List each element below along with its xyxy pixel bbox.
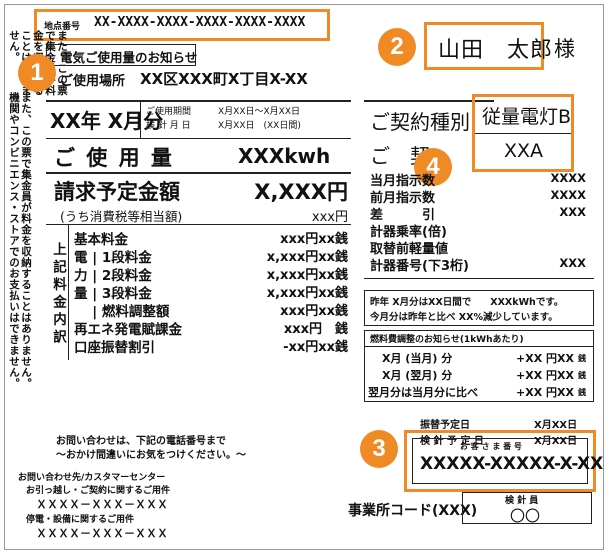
fuel-title: 燃料費調整のお知らせ(1kWhあたり) xyxy=(370,335,524,345)
comparison-line2: 今月分は昨年と比べ XX%減少しています。 xyxy=(370,312,558,323)
customer-suffix: 様 xyxy=(554,37,575,61)
customer-number-box xyxy=(412,438,588,484)
contact-phone-1: ＸＸＸＸ－ＸＸＸ－ＸＸＸ xyxy=(36,498,168,511)
contract-label: ご契約種別 xyxy=(370,110,470,134)
meter-row-label: 当月指示数 xyxy=(370,174,436,189)
badge-2: 2 xyxy=(378,28,416,66)
tax-label: (うち消費税等相当額) xyxy=(60,209,183,224)
usage-value: XXXkwh xyxy=(238,144,331,168)
meter-row-label: 計器番号(下3桁) xyxy=(370,259,469,274)
reading-date-value: X月XX日 (XX日間) xyxy=(218,121,301,131)
divider xyxy=(68,224,69,360)
breakdown-side-label: 上記料金内訳 xyxy=(50,242,66,347)
breakdown-label: 量 | 3段料金 xyxy=(74,286,152,302)
fuel-row-unit: 銭 xyxy=(578,388,586,397)
meter-row-label: 計器乗率(倍) xyxy=(370,225,447,240)
meter-row-value: XXX xyxy=(559,256,586,270)
divider xyxy=(46,224,351,225)
fuel-box xyxy=(364,330,594,402)
notice-title-tab xyxy=(46,44,196,66)
billing-label: 請求予定金額 xyxy=(54,180,180,204)
meter-point-value: XX-XXXX-XXXX-XXXX-XXXX-XXXX xyxy=(94,15,306,30)
transfer-date-label: 振替予定日 xyxy=(420,420,470,431)
breakdown-label: | 燃料調整額 xyxy=(74,304,170,320)
left-notice-vertical: 機関やコンビニエンス・ストアでのお支払いはできません。 xyxy=(8,92,20,389)
notice-title: 電気ご使用量のお知らせ xyxy=(60,50,198,65)
breakdown-label: 口座振替割引 xyxy=(74,340,155,356)
breakdown-label: 力 | 2段料金 xyxy=(74,268,152,284)
next-reading-value: X月XX日 xyxy=(534,436,578,447)
breakdown-amount: xxx円 銭 xyxy=(283,322,348,337)
contact-phone-2: ＸＸＸＸ－ＸＸＸ－ＸＸＸ xyxy=(36,527,168,540)
breakdown-amount: x,xxx円xx銭 xyxy=(266,286,348,301)
divider xyxy=(46,138,351,139)
contact-line3: お問い合わせ先/カスタマーセンター xyxy=(18,473,166,483)
fuel-row-value: +XX 円XX xyxy=(516,352,574,365)
contract-type: 従量電灯B xyxy=(482,106,572,128)
breakdown-label: 基本料金 xyxy=(74,232,128,248)
comparison-line1: 昨年 X月分はXX日間で XXXkWhです。 xyxy=(370,297,564,308)
contract-capacity: XXA xyxy=(504,140,544,162)
divider xyxy=(46,100,351,102)
contact-line6: 停電・設備に関するご用件 xyxy=(26,515,135,525)
fuel-row-unit: 銭 xyxy=(578,371,586,380)
meter-row-label: 差 引 xyxy=(370,208,436,223)
contact-line4: お引っ越し・ご契約に関するご用件 xyxy=(26,486,171,496)
badge-3: 3 xyxy=(360,430,398,468)
contract-highlight xyxy=(472,94,574,172)
inspector-label: 検 針 員 xyxy=(505,496,539,506)
left-notice-vertical-2: また、この票で集金員が料金を収納することはありません。 xyxy=(20,92,32,389)
usage-label: ご 使 用 量 xyxy=(54,146,174,170)
transfer-date-value: X月XX日 xyxy=(534,420,578,431)
meter-row-label: 取替前軽量値 xyxy=(370,242,449,257)
breakdown-label: 再エネ発電賦課金 xyxy=(74,322,182,338)
inspector-box xyxy=(462,492,592,524)
meter-row-value: XXXX xyxy=(550,171,586,185)
meter-row-value: XXX xyxy=(559,205,586,219)
fuel-row-label: X月 (翌月) 分 xyxy=(382,369,453,382)
breakdown-amount: xxx円xx銭 xyxy=(280,232,348,247)
divider xyxy=(364,100,494,102)
contact-line1: お問い合わせは、下記の電話番号まで xyxy=(56,436,226,447)
period-value: X月XX日～X月XX日 xyxy=(218,107,300,117)
customer-name-highlight xyxy=(424,22,544,70)
divider xyxy=(46,172,351,174)
tax-amount: xxx円 xyxy=(311,210,348,225)
fuel-row-label: 翌月分は当月分に比べ xyxy=(368,386,478,399)
office-code: 事業所コード(XXX) xyxy=(348,503,478,519)
meter-point-highlight xyxy=(34,9,330,41)
inspector-value: 〇〇 xyxy=(510,507,541,525)
breakdown-label: 電 | 1段料金 xyxy=(74,250,152,266)
usage-place-label: ご使用場所 xyxy=(60,74,126,89)
breakdown-amount: -xx円xx銭 xyxy=(283,340,348,355)
breakdown-amount: xxx円xx銭 xyxy=(280,304,348,319)
divider xyxy=(140,100,141,138)
meter-row-label: 前月指示数 xyxy=(370,191,436,206)
badge-1: 1 xyxy=(18,54,56,92)
divider xyxy=(475,133,571,134)
breakdown-amount: x,xxx円xx銭 xyxy=(266,250,348,265)
fuel-row-value: +XX 円XX xyxy=(516,369,574,382)
customer-number-highlight xyxy=(404,430,596,492)
contact-line2: ～おかけ間違いにお気をつけください。～ xyxy=(56,450,246,461)
divider xyxy=(364,346,594,347)
comparison-box xyxy=(364,290,594,326)
billing-month: XX年 X月分 xyxy=(50,109,164,133)
divider xyxy=(364,278,594,279)
badge-4: 4 xyxy=(414,148,452,186)
reading-date-label: 検 針 月 日 xyxy=(146,121,191,131)
customer-name: 山田 太郎 xyxy=(438,38,554,63)
usage-place-value: XX区XXX町X丁目X-XX xyxy=(140,70,308,88)
breakdown-amount: x,xxx円xx銭 xyxy=(266,268,348,283)
fuel-row-value: +XX 円XX xyxy=(516,386,574,399)
customer-number-value: XXXXX-XXXXX-X-XX xyxy=(420,454,604,474)
fuel-row-label: X月 (当月) 分 xyxy=(382,352,453,365)
meter-row-value: XXXX xyxy=(550,188,586,202)
fuel-row-unit: 銭 xyxy=(578,354,586,363)
customer-number-label: お 客 さ ま 番 号 xyxy=(460,442,522,451)
next-reading-label: 検 針 予 定 日 xyxy=(420,436,484,447)
period-label: ご使用期間 xyxy=(146,107,192,117)
billing-amount: X,XXX円 xyxy=(254,180,348,204)
meter-point-label: 地点番号 xyxy=(44,22,81,32)
